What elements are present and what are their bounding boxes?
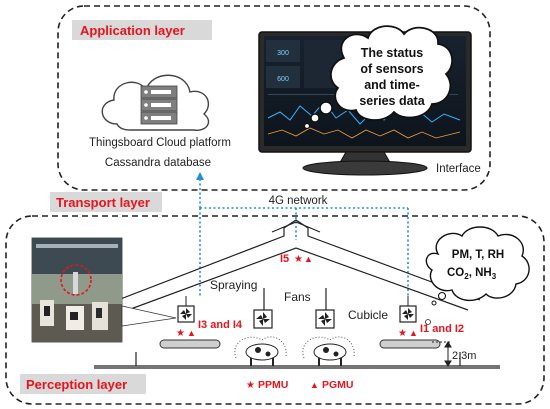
network-arrow: [196, 172, 204, 180]
transport-layer-title: Transport layer: [56, 195, 150, 210]
photo-inset: [31, 237, 123, 343]
application-layer-title: Application layer: [80, 23, 185, 38]
i1-i2-ppmu-icon: ★: [398, 328, 407, 339]
cubicle-label: Cubicle: [348, 308, 388, 322]
i5-label: I5: [280, 253, 289, 265]
fan-icon-right-node: [399, 296, 417, 323]
thought-bubble: [303, 25, 453, 130]
perception-layer-title: Perception layer: [26, 377, 127, 392]
fan-icon-center-right: [315, 309, 335, 329]
legend: ★ PPMU ▲ PGMU: [246, 379, 354, 391]
perception-layer-box: [5, 215, 545, 405]
interface-label: Interface: [436, 163, 481, 175]
screen-value-1: 300: [277, 50, 289, 57]
i3-i4-ppmu-icon: ★: [176, 328, 185, 339]
i1-i2-pgmu-icon: ▲: [409, 328, 418, 338]
cloud-platform-label: Thingsboard Cloud platform: [89, 137, 231, 149]
fans-label: Fans: [284, 290, 311, 304]
cubicle-left: [159, 339, 221, 349]
application-layer-box: [57, 5, 491, 191]
cubicle-pointer-dot: [425, 319, 431, 325]
spraying-label: Spraying: [210, 278, 257, 292]
legend-ppmu-icon: ★: [246, 380, 255, 391]
application-layer-label-bg: [72, 20, 212, 40]
database-label: Cassandra database: [105, 157, 211, 169]
legend-pgmu-label: PGMU: [322, 379, 354, 391]
gas-line-2: CO2, NH3: [447, 267, 497, 281]
bubble-line-1: The status: [361, 46, 424, 60]
fan-icon-left-node: [177, 296, 195, 323]
height-label: 2.3m: [452, 350, 476, 362]
height-dimension: [432, 341, 452, 367]
i1-i2-label: I1 and I2: [420, 323, 464, 335]
transport-layer-label-bg: [50, 192, 162, 212]
fan-icon-center-left: [253, 309, 273, 329]
barn-outline: [94, 219, 500, 369]
i5-ppmu-icon: ★: [294, 254, 303, 265]
gas-nh3: , NH: [469, 267, 492, 279]
i5-pgmu-icon: ▲: [304, 254, 313, 264]
bubble-line-4: series data: [359, 94, 425, 108]
network-label: 4G network: [269, 195, 328, 207]
gas-line-1: PM, T, RH: [452, 249, 504, 261]
cow-icon-right: [302, 336, 355, 366]
legend-ppmu-label: PPMU: [258, 379, 288, 391]
screen-value-2: 600: [277, 76, 289, 83]
i3-i4-pgmu-icon: ▲: [187, 328, 196, 338]
perception-layer-label-bg: [20, 374, 146, 394]
network-links: [199, 178, 409, 296]
cubicle-right: [379, 339, 441, 349]
gas-nh3-sub: 3: [492, 272, 497, 281]
bubble-line-2: of sensors: [360, 62, 423, 76]
cloud-server-icon: [101, 74, 210, 131]
gas-bubble: [425, 226, 530, 306]
cow-icon-left: [234, 336, 287, 366]
i3-i4-label: I3 and I4: [198, 319, 243, 331]
gas-co2-sub: 2: [464, 272, 469, 281]
legend-pgmu-icon: ▲: [310, 380, 319, 390]
bubble-line-3: and time-: [364, 78, 420, 92]
gas-co2: CO: [447, 267, 464, 279]
photo-pointer: [121, 305, 177, 327]
